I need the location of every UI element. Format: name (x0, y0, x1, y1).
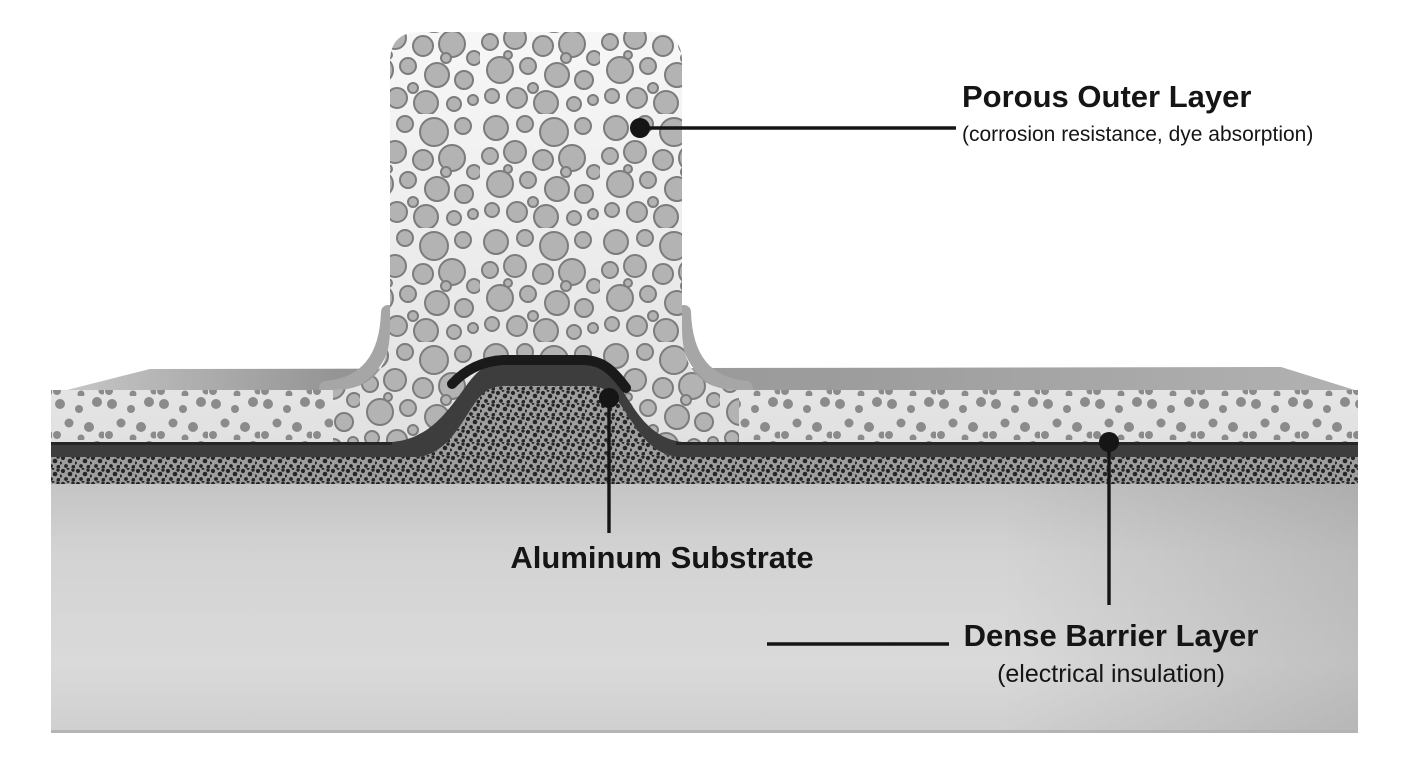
aluminum-leader-dot (599, 388, 619, 408)
porous-band-texture-right (739, 390, 1358, 443)
barrier-leader-dot (1099, 432, 1119, 452)
substrate-speckled-surface (51, 386, 1358, 484)
right-fillet-collar (677, 305, 753, 395)
dense-barrier-subtitle: (electrical insulation) (997, 660, 1225, 688)
barrier-hump-cap (447, 355, 631, 393)
porous-leader-dot (630, 118, 650, 138)
left-fillet-collar (319, 305, 395, 395)
porous-layer-title: Porous Outer Layer (962, 79, 1252, 114)
dense-barrier-layer-shape (51, 362, 1358, 457)
porous-band-texture-left (51, 390, 333, 443)
dense-barrier-title: Dense Barrier Layer (963, 618, 1259, 653)
aluminum-substrate-label-group: Aluminum Substrate (462, 539, 862, 577)
porous-layer-label-group: Porous Outer Layer (corrosion resistance… (962, 78, 1313, 148)
porous-layer-subtitle: (corrosion resistance, dye absorption) (962, 123, 1314, 146)
aluminum-substrate-title: Aluminum Substrate (510, 540, 814, 575)
aluminum-substrate-side-shading (1000, 458, 1358, 733)
dense-barrier-label-group: Dense Barrier Layer (electrical insulati… (955, 617, 1267, 689)
